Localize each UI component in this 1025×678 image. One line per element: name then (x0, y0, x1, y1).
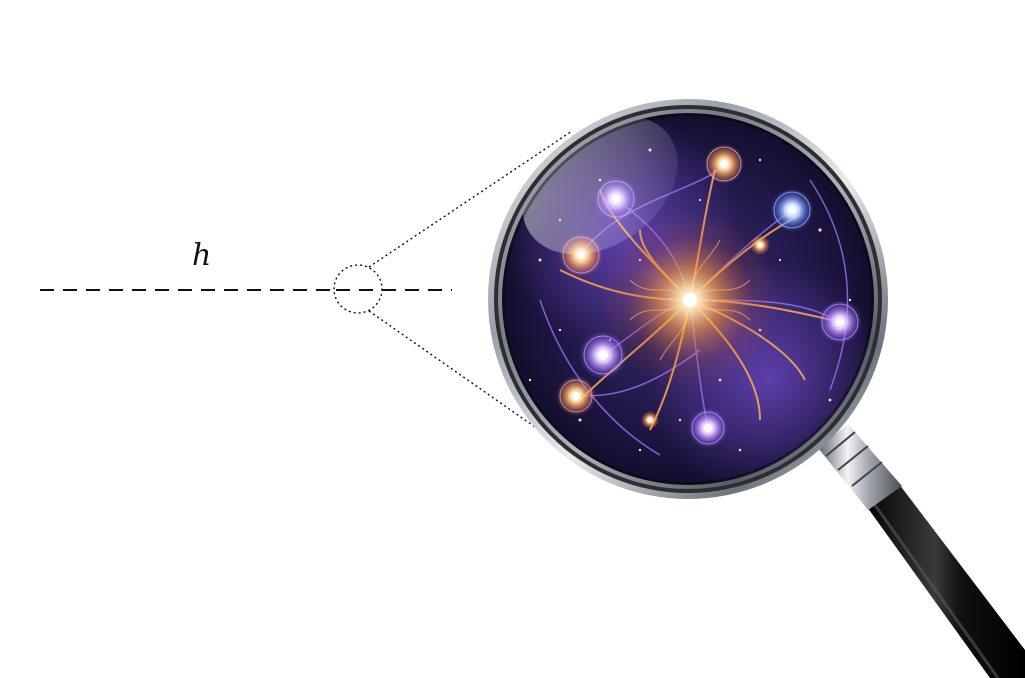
zoom-projection-line-top (368, 130, 573, 268)
node (770, 188, 814, 232)
magnifying-glass-icon (488, 99, 1025, 678)
magnifier-collar (818, 424, 902, 510)
node (750, 235, 770, 255)
node (688, 408, 728, 448)
node (556, 376, 596, 416)
label-h: h (192, 238, 211, 273)
node (579, 331, 627, 379)
lens-view (502, 113, 874, 485)
dotted-circle-icon (333, 264, 383, 314)
node (704, 144, 744, 184)
node (641, 411, 659, 429)
node (818, 300, 862, 344)
magnifier-handle (862, 480, 1025, 678)
